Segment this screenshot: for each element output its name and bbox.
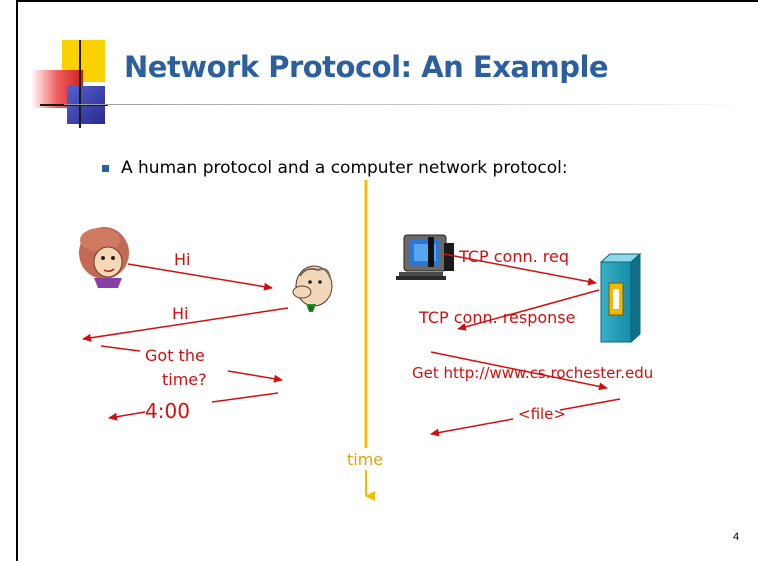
arrow-file-a [559,398,621,411]
label-hi-1: Hi [174,250,190,269]
human-protocol-arrows [82,263,289,421]
title-underline [64,104,754,105]
label-hi-2: Hi [172,304,188,323]
computer-icon [396,234,454,280]
server-icon [599,252,642,344]
woman-cartoon-icon [79,227,129,288]
arrow-file-b [430,418,514,437]
arrow-got-time-b [227,370,283,383]
page-number: 4 [733,531,740,543]
decorative-squares-icon [31,40,108,128]
arrow-get [430,351,608,391]
label-tcp-req: TCP conn. req [458,247,569,266]
arrow-hi-1 [127,263,273,291]
arrow-tcp-resp [457,289,600,331]
bullet-text: A human protocol and a computer network … [121,158,568,178]
label-file: <file> [518,405,566,423]
arrow-4-00-a [211,392,279,403]
man-cartoon-icon [292,265,333,312]
label-got-the: Got the [145,346,205,365]
label-get-url: Get http://www.cs.rochester.edu [412,364,653,382]
slide-title: Network Protocol: An Example [124,50,609,84]
label-time-axis: time [347,450,383,469]
network-protocol-arrows [430,253,621,437]
bullet-square-icon [102,165,109,172]
arrow-got-time-a [100,345,141,352]
label-tcp-resp: TCP conn. response [418,308,575,327]
slide-frame-top [16,0,758,2]
arrow-4-00-b [108,411,146,421]
arrow-tcp-req [443,253,597,286]
slide-frame-left [16,0,18,561]
label-time-question: time? [162,370,207,389]
label-4-00: 4:00 [145,399,190,423]
arrow-hi-2 [82,307,289,342]
